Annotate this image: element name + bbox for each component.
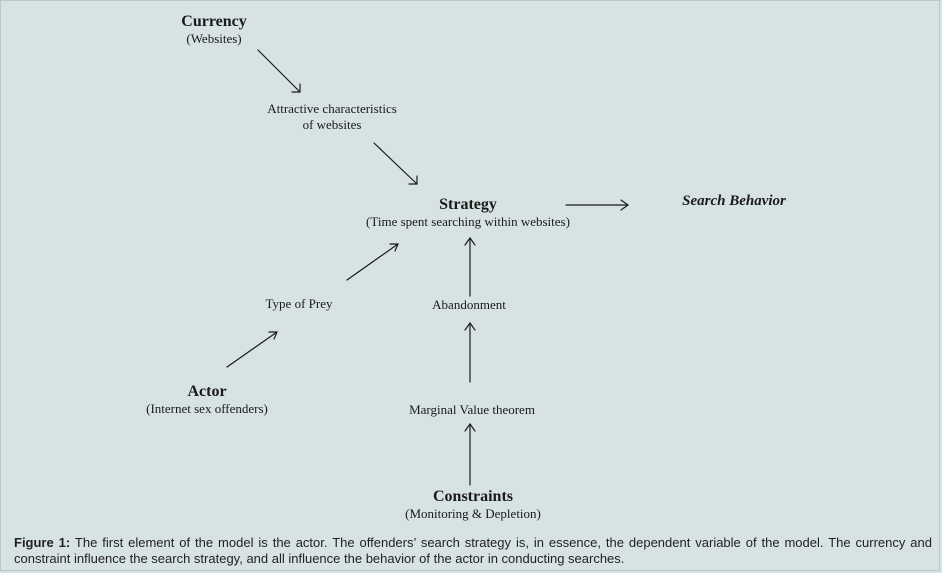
type-of-prey-label: Type of Prey	[265, 296, 333, 311]
currency-sub: (Websites)	[186, 31, 242, 46]
node-currency: Currency (Websites)	[154, 12, 274, 47]
node-type-of-prey: Type of Prey	[244, 296, 354, 312]
node-abandonment: Abandonment	[414, 297, 524, 313]
abandonment-label: Abandonment	[432, 297, 506, 312]
node-marginal-value-theorem: Marginal Value theorem	[392, 402, 552, 418]
caption-text: The first element of the model is the ac…	[14, 535, 932, 566]
arrow-abandonment-to-strategy	[464, 236, 476, 297]
arrow-strategy-to-search-behavior	[565, 199, 630, 211]
constraints-title: Constraints	[432, 488, 513, 505]
attractive-line1: Attractive characteristics	[267, 101, 397, 116]
arrow-attractive-to-strategy	[373, 142, 418, 185]
currency-title: Currency	[181, 13, 247, 30]
node-attractive-characteristics: Attractive characteristics of websites	[242, 101, 422, 133]
search-behavior-label: Search Behavior	[682, 193, 786, 209]
caption-label: Figure 1:	[14, 535, 71, 550]
node-search-behavior: Search Behavior	[664, 193, 804, 210]
arrows-layer	[226, 49, 630, 486]
marginal-value-label: Marginal Value theorem	[409, 402, 535, 417]
arrow-actor-to-prey	[226, 331, 278, 368]
actor-title: Actor	[187, 383, 227, 400]
constraints-sub: (Monitoring & Depletion)	[405, 506, 541, 521]
arrow-currency-to-attractive	[257, 49, 301, 93]
arrow-constraints-to-marginal	[464, 422, 476, 486]
strategy-sub: (Time spent searching within websites)	[366, 214, 570, 229]
strategy-title: Strategy	[439, 196, 497, 213]
attractive-line2: of websites	[302, 117, 362, 132]
node-constraints: Constraints (Monitoring & Depletion)	[380, 487, 566, 522]
figure-caption: Figure 1: The first element of the model…	[14, 535, 932, 567]
arrow-prey-to-strategy	[346, 243, 399, 281]
arrow-marginal-to-abandonment	[464, 321, 476, 383]
actor-sub: (Internet sex offenders)	[146, 401, 268, 416]
node-actor: Actor (Internet sex offenders)	[132, 382, 282, 417]
node-strategy: Strategy (Time spent searching within we…	[348, 195, 588, 230]
